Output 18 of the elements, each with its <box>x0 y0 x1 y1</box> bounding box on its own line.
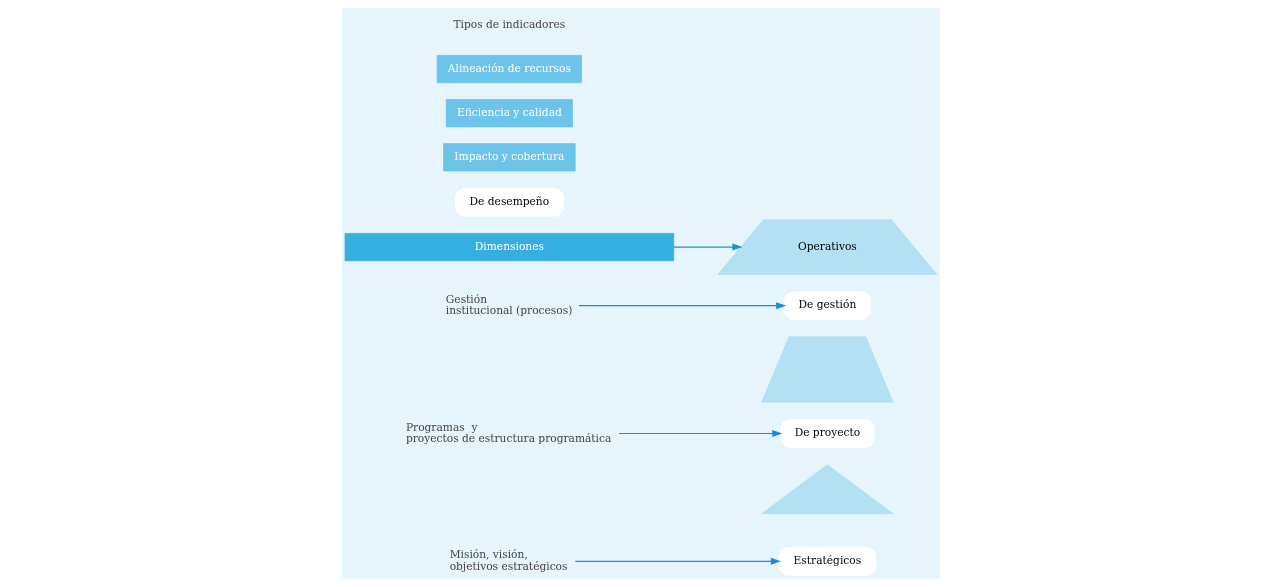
node-text: Programas y proyectos de estructura programática <box>405 420 611 446</box>
node-box: Alineación de recursos <box>436 55 582 84</box>
label: Tipos de indicadores <box>452 17 565 31</box>
node-triangle <box>760 464 894 515</box>
node-box: Eficiencia y calidad <box>445 99 573 128</box>
node-trapezoid <box>760 336 894 403</box>
node-box: De proyecto <box>779 419 875 448</box>
node-box: Estratégicos <box>778 546 876 576</box>
arrow <box>574 557 781 565</box>
arrow <box>577 302 786 310</box>
node-box: Impacto y cobertura <box>442 143 576 172</box>
node-box: Dimensiones <box>344 233 674 262</box>
node-text: Gestión institucional (procesos) <box>445 292 572 318</box>
node-box: De gestión <box>783 291 871 321</box>
node-text: Misión, visión, objetivos estratégicos <box>449 548 567 573</box>
node-box: De desempeño <box>454 187 564 217</box>
arrow <box>617 429 782 437</box>
arrow <box>672 243 742 251</box>
